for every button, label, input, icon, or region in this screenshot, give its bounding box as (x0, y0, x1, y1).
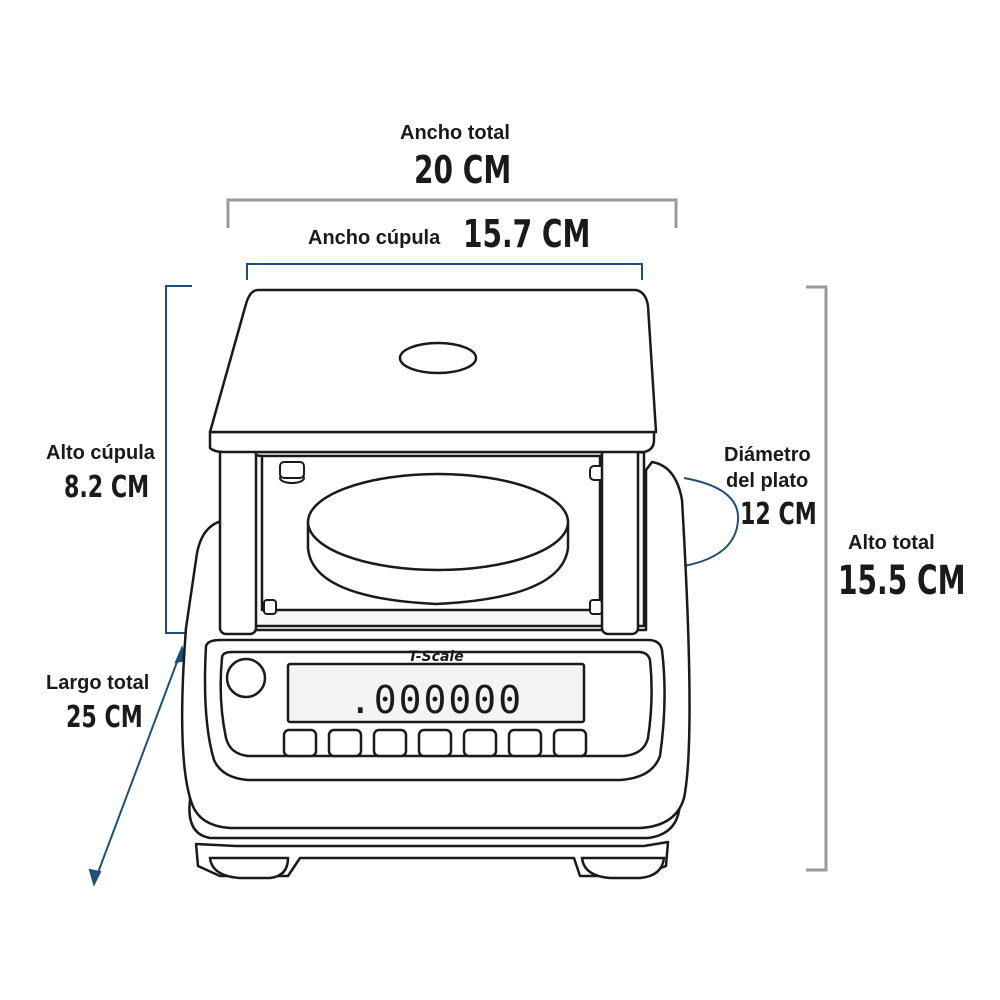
dome-height-value: 8.2 CM (64, 470, 150, 505)
total-length-arrow (88, 645, 188, 887)
weighing-pan (306, 472, 570, 606)
total-width-label: Ancho total (400, 122, 510, 144)
plate-diameter-label-line2: del plato (726, 470, 809, 492)
keypad-button (417, 728, 453, 758)
plate-diameter-label-line1: Diámetro (724, 444, 811, 466)
plate-diameter-arc (683, 477, 740, 567)
keypad-button (372, 728, 408, 758)
keypad-button (507, 728, 543, 758)
total-length-label: Largo total (46, 672, 150, 694)
plate-diameter-value: 12 CM (740, 497, 817, 532)
keypad-button (552, 728, 588, 758)
total-height-label: Alto total (848, 532, 935, 554)
display-window (286, 662, 586, 724)
total-length-value: 25 CM (66, 700, 143, 735)
dome-height-bracket (165, 285, 192, 634)
dome-width-value: 15.7 CM (463, 212, 591, 256)
dome-top-cover (208, 288, 658, 454)
total-height-bracket (806, 285, 828, 872)
dome-width-bracket (246, 263, 643, 280)
total-height-value: 15.5 CM (838, 558, 966, 604)
dome-width-label: Ancho cúpula (308, 227, 441, 249)
keypad-button (327, 728, 363, 758)
total-width-value: 20 CM (414, 148, 512, 192)
dome-pillars (218, 446, 640, 636)
dome-height-label: Alto cúpula (46, 442, 155, 464)
total-width-bracket (226, 198, 678, 228)
brand-logo: T-Scale (408, 649, 463, 665)
display-reading: .000000 (349, 678, 523, 722)
keypad (282, 728, 588, 758)
keypad-button (462, 728, 498, 758)
level-indicator-icon (225, 657, 267, 699)
base-feet (208, 856, 666, 880)
keypad-button (282, 728, 318, 758)
